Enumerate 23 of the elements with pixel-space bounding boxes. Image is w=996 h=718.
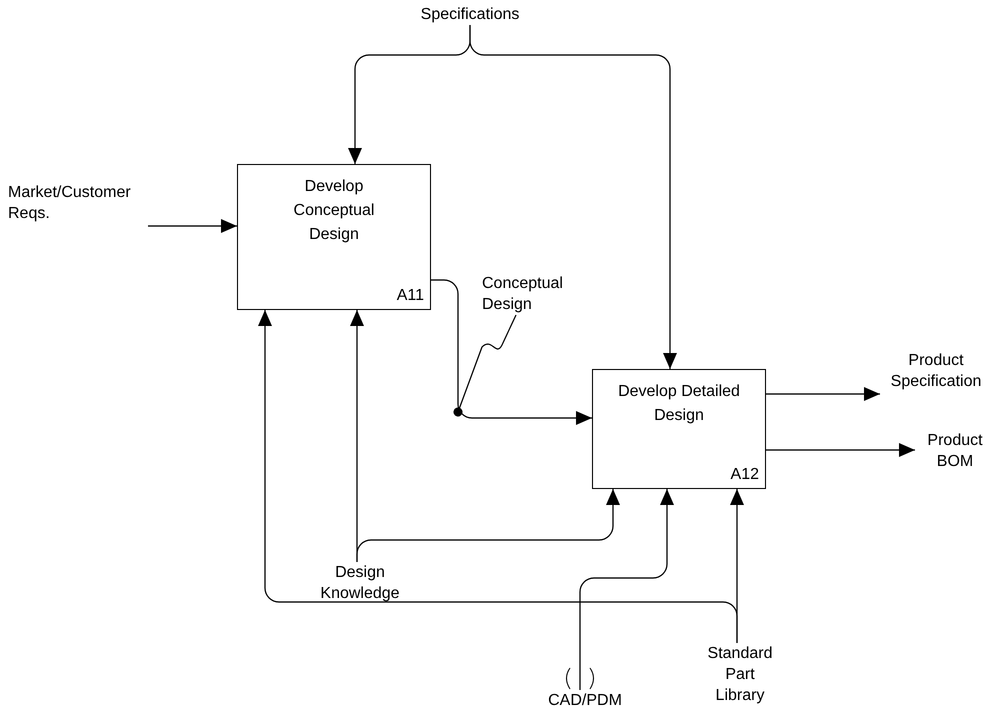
arrow: [356, 489, 620, 562]
flow-label: Standard Part Library: [701, 643, 779, 706]
flow-label: CAD/PDM: [545, 690, 625, 711]
arrow: [766, 387, 880, 401]
arrow: [579, 489, 674, 690]
flow-label: Design Knowledge: [313, 562, 407, 604]
flow-label: Specifications: [415, 4, 525, 25]
flow-label: Product BOM: [915, 430, 995, 472]
flow-label: Product Specification: [880, 350, 992, 392]
activity-title: Develop Detailed Design: [617, 382, 741, 426]
arrow: [766, 443, 915, 457]
activity-number: A11: [396, 287, 424, 305]
flow-label: Conceptual Design: [482, 273, 592, 315]
arrow: [730, 489, 744, 643]
arrow: [148, 219, 237, 233]
activity-box: [237, 164, 431, 310]
activity-title: Develop Conceptual Design: [292, 177, 376, 245]
arrow: [431, 279, 592, 425]
arrow: [469, 25, 677, 369]
flow-label: Market/Customer Reqs.: [8, 182, 148, 224]
leader-line: [454, 314, 517, 416]
activity-number: A12: [730, 466, 759, 484]
activity-box: [592, 369, 766, 489]
